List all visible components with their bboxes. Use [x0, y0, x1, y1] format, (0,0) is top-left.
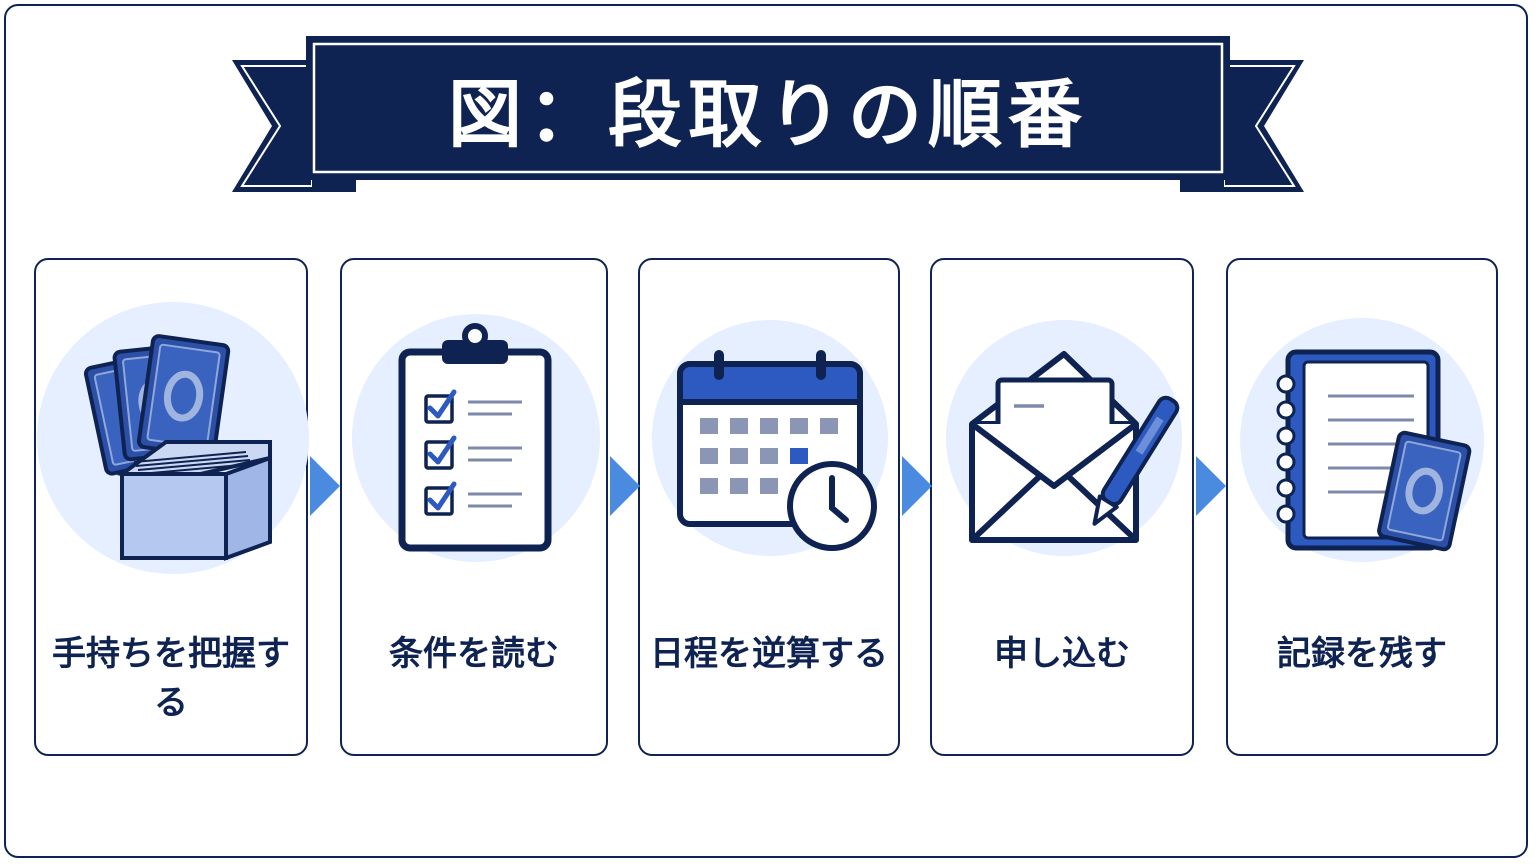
- calendar-clock-icon: [652, 320, 888, 556]
- arrow-right-icon: [902, 456, 932, 516]
- arrow-right-icon: [310, 456, 340, 516]
- step-card-2: 条件を読む: [340, 258, 608, 756]
- step-label: 条件を読む: [389, 634, 559, 674]
- step-label: 申し込む: [994, 634, 1130, 674]
- step-card-5: 記録を残す: [1226, 258, 1498, 756]
- page-title: 図：段取りの順番: [448, 71, 1088, 158]
- step-card-3: 日程を逆算する: [638, 258, 900, 756]
- step-label: 記録を残す: [1277, 634, 1447, 674]
- step-label: 手持ちを把握する: [52, 634, 290, 723]
- arrow-right-icon: [610, 456, 640, 516]
- step-card-4: 申し込む: [930, 258, 1194, 756]
- step-label: 日程を逆算する: [650, 634, 888, 674]
- cards-and-box-icon: [37, 302, 309, 574]
- title-banner: [232, 36, 1304, 192]
- clipboard-checklist-icon: [352, 314, 600, 562]
- step-card-1: 手持ちを把握する: [34, 258, 309, 756]
- arrow-right-icon: [1196, 456, 1226, 516]
- envelope-pen-icon: [946, 320, 1182, 556]
- notebook-card-icon: [1240, 318, 1484, 562]
